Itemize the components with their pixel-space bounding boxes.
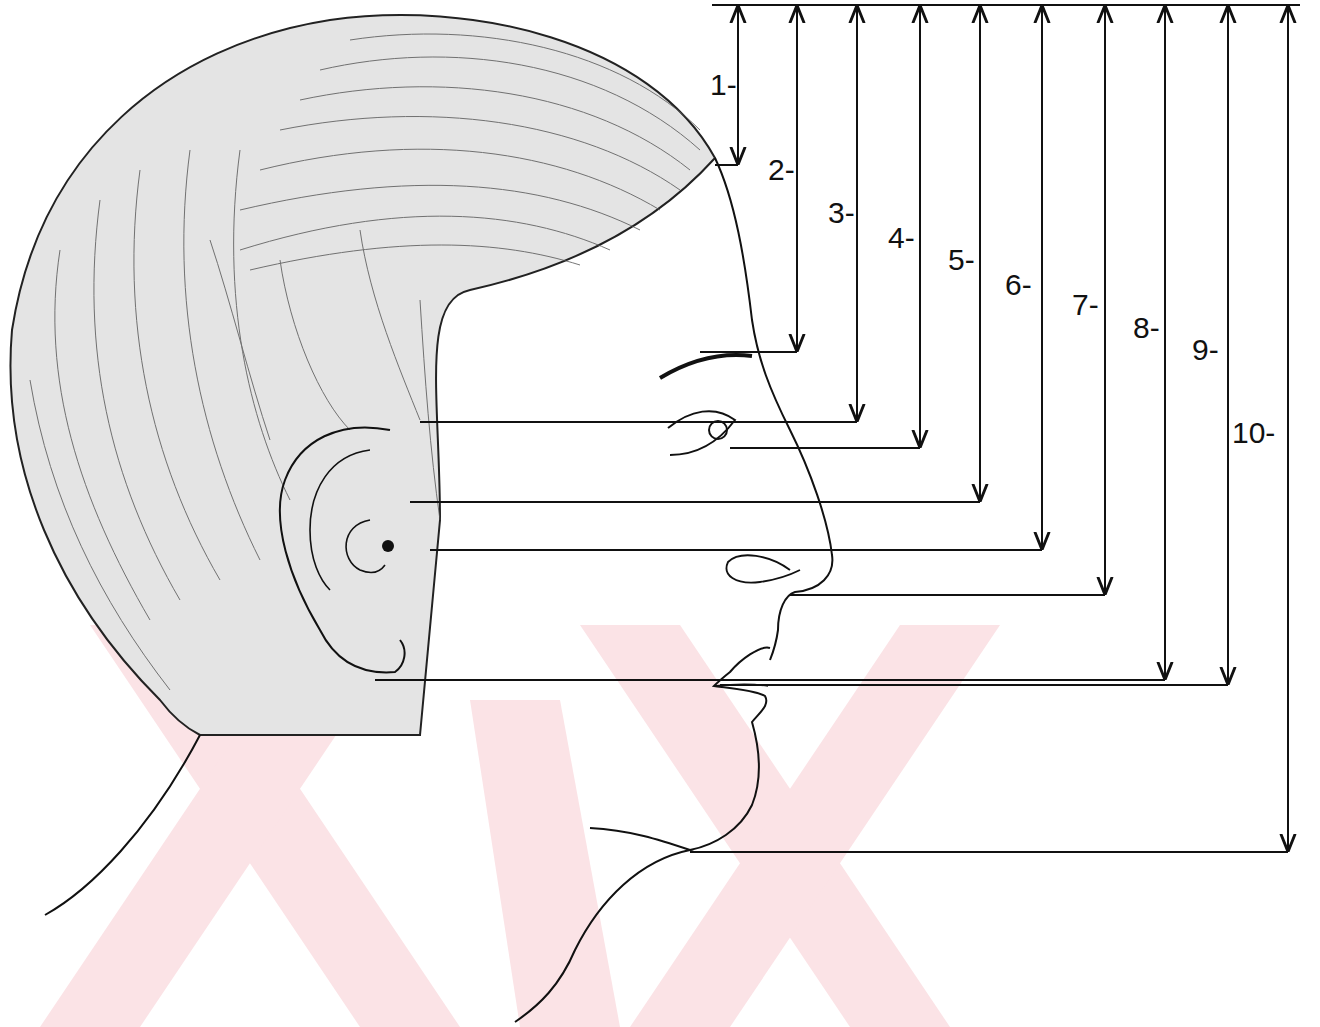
callout-number: 4- [888, 223, 915, 253]
ear [280, 427, 405, 672]
callout-number: 5- [948, 245, 975, 275]
lips-chin [690, 648, 770, 850]
hair [10, 15, 715, 915]
callout-number: 1- [710, 70, 737, 100]
eye [668, 411, 735, 455]
callout-number: 10- [1232, 418, 1275, 448]
callout-number: 6- [1005, 270, 1032, 300]
callout-number: 3- [828, 198, 855, 228]
eyebrow [660, 355, 752, 378]
nostril [727, 555, 800, 582]
jaw-neck [515, 828, 690, 1022]
dimension-arrows [738, 7, 1288, 850]
callout-number: 7- [1072, 290, 1099, 320]
reference-lines [375, 5, 1300, 852]
callout-number: 9- [1192, 335, 1219, 365]
face-profile [715, 158, 832, 660]
callout-number: 8- [1133, 313, 1160, 343]
callout-number: 2- [768, 155, 795, 185]
